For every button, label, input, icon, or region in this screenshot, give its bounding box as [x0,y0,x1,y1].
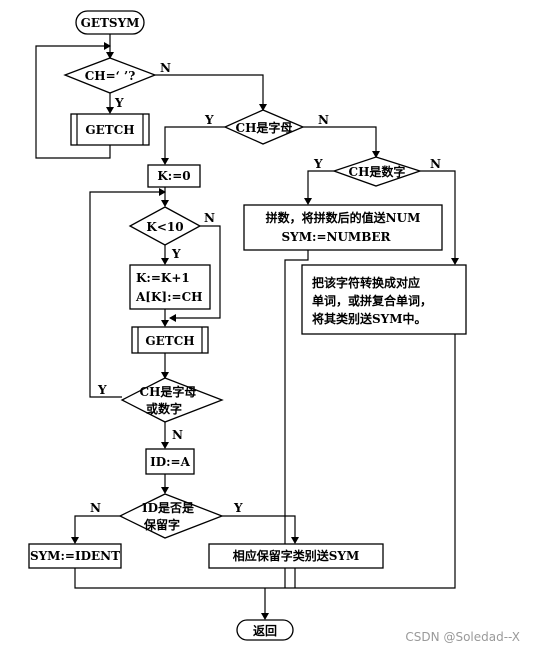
k-init-label: K:=0 [157,169,190,183]
decision-ld-line-2: 或数字 [146,401,182,416]
process-id-assign: ID:=A [145,448,195,475]
label-digit-yes: Y [313,157,323,171]
label-letter-no: N [318,113,329,127]
number-line-1: 拼数，将拼数后的值送NUM [266,210,421,225]
k-assign-line-2: A[K]:=CH [135,290,202,304]
process-number: 拼数，将拼数后的值送NUM SYM:=NUMBER [243,204,443,251]
arrowhead [259,104,267,111]
edge-getch-loop [35,45,111,159]
edge-letter-no [303,126,377,157]
k-assign-line-1: K:=K+1 [136,271,190,285]
decision-reserved: ID是否是 保留字 [118,493,224,539]
edge-k-no [170,225,221,319]
arrowhead [291,537,299,544]
decision-digit-label: CH是数字 [349,164,406,179]
decision-digit: CH是数字 [332,156,423,187]
decision-space-label: CH=‘ ’? [85,69,136,83]
watermark: CSDN @Soledad--X [405,630,520,644]
arrowhead [161,442,169,449]
start-terminal: GETSYM [75,10,145,35]
edge-digit-no [420,170,456,264]
getch-1-label: GETCH [85,123,134,137]
process-sym-ident: SYM:=IDENT [28,543,122,569]
arrowhead [161,258,169,265]
edge-ld-yes-loop [89,191,165,398]
edge-reserved-no [74,515,120,543]
process-convert: 把该字符转换成对应 单词，或拼复合单词， 将其类别送SYM中。 [301,264,467,335]
decision-k-label: K<10 [146,220,183,234]
arrowhead [261,613,269,620]
decision-reserved-line-2: 保留字 [143,517,180,532]
decision-k-limit: K<10 [128,206,202,246]
number-line-2: SYM:=NUMBER [282,230,392,244]
convert-line-2: 单词，或拼复合单词， [312,293,432,308]
arrowhead [161,158,169,165]
label-space-yes: Y [114,96,124,110]
label-ld-yes: Y [97,383,107,397]
arrowhead [161,200,169,207]
label-reserved-yes: Y [233,501,243,515]
id-assign-label: ID:=A [150,455,191,469]
arrowhead [104,42,111,50]
label-digit-no: N [430,157,441,171]
process-k-init: K:=0 [147,164,201,188]
decision-letter-or-digit: CH是字母 或数字 [120,377,224,423]
end-label: 返回 [253,623,277,638]
edge-digit-yes [307,170,334,204]
process-k-assign: K:=K+1 A[K]:=CH [129,264,211,310]
arrowhead [451,258,459,265]
label-k-yes: Y [171,247,181,261]
edge-letter-yes [164,126,225,164]
arrowhead [304,198,312,205]
arrowhead [161,320,169,327]
edge-ident-merge [74,568,295,589]
decision-letter: CH是字母 [223,109,305,145]
convert-line-1: 把该字符转换成对应 [312,275,420,290]
edge-number-merge [284,250,309,588]
edge-convert-merge [295,334,456,589]
arrowhead [71,537,79,544]
arrowheads [71,42,459,620]
process-sym-reserved: 相应保留字类别送SYM [208,543,384,569]
label-letter-yes: Y [204,113,214,127]
getch-2-label: GETCH [145,334,194,348]
arrowhead [159,188,166,196]
edge-space-no [155,74,264,110]
label-k-no: N [204,211,215,225]
decision-letter-label: CH是字母 [236,120,293,135]
edge-reserved-yes [222,515,296,543]
process-getch-1: GETCH [70,113,150,146]
arrowhead [106,52,114,59]
decision-reserved-line-1: ID是否是 [142,501,195,515]
label-reserved-no: N [90,501,101,515]
arrowhead [169,314,176,322]
label-space-no: N [160,61,171,75]
sym-reserved-label: 相应保留字类别送SYM [233,548,360,563]
arrowhead [161,372,169,379]
arrowhead [372,151,380,158]
convert-line-3: 将其类别送SYM中。 [312,311,427,326]
branch-labels: N Y Y N Y N N Y Y N N Y [90,61,441,515]
sym-ident-label: SYM:=IDENT [30,549,120,563]
process-getch-2: GETCH [131,326,209,354]
arrowhead [161,487,169,494]
end-terminal: 返回 [236,619,294,641]
decision-ld-line-1: CH是字母 [140,384,197,399]
label-ld-no: N [172,428,183,442]
decision-space: CH=‘ ’? [63,57,157,94]
start-label: GETSYM [81,16,140,30]
arrowhead [106,107,114,114]
